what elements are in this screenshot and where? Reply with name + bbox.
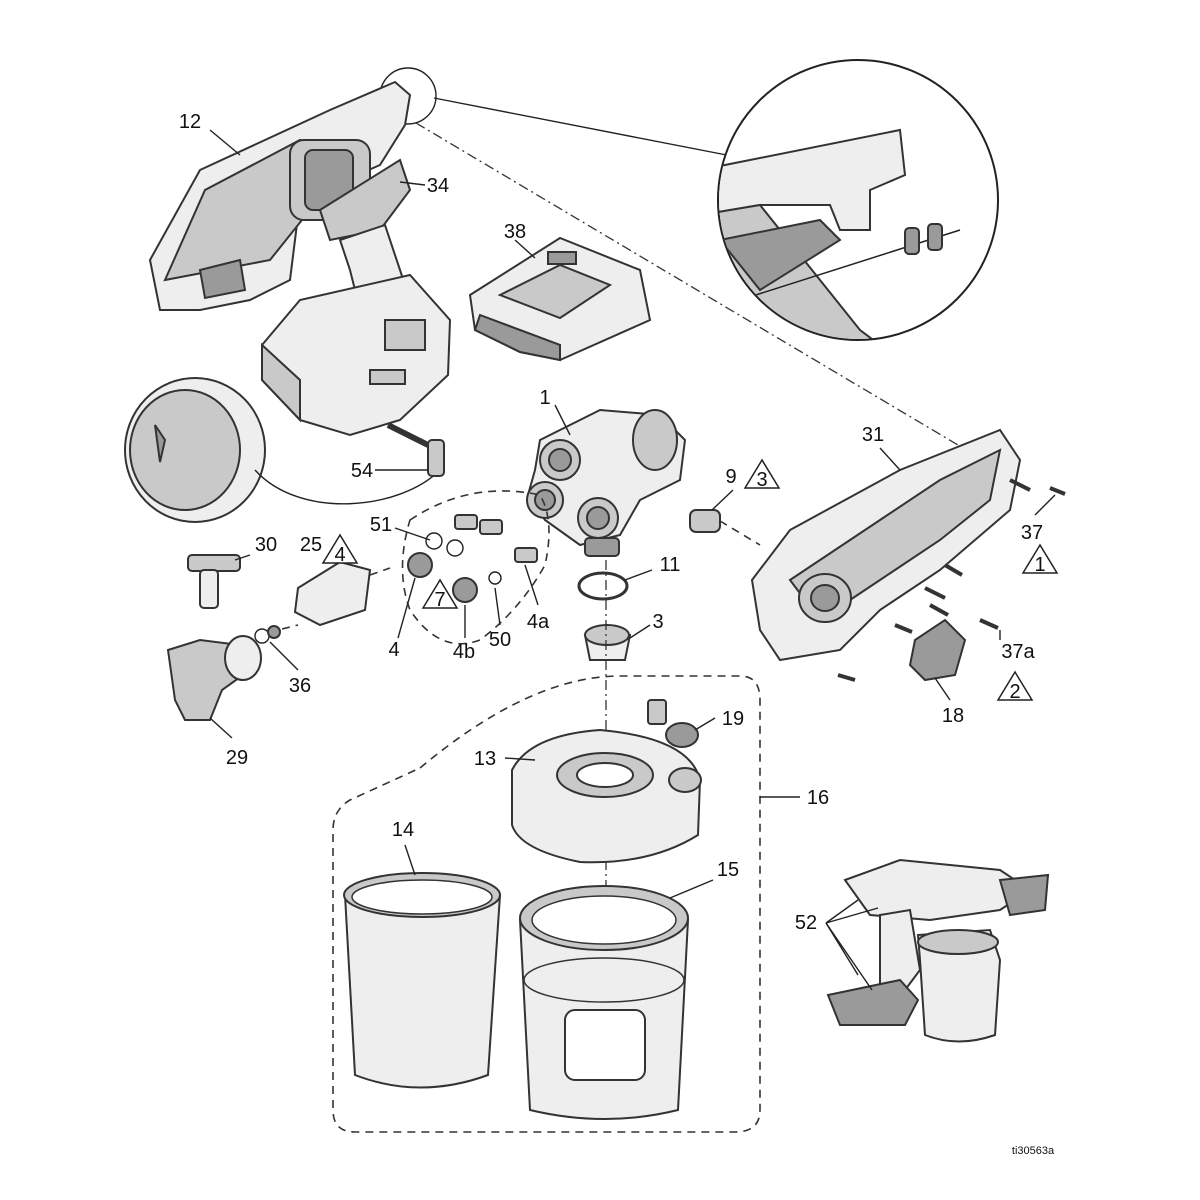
label-14: 14 bbox=[392, 819, 414, 841]
warning-triangle-3: 3 bbox=[743, 458, 781, 491]
label-36: 36 bbox=[289, 675, 311, 697]
label-15: 15 bbox=[717, 859, 739, 881]
label-12: 12 bbox=[179, 111, 201, 133]
part-31-right-housing bbox=[750, 428, 1022, 662]
warning-number-7: 7 bbox=[434, 589, 445, 611]
warning-triangle-icon bbox=[1021, 543, 1059, 574]
label-19: 19 bbox=[722, 708, 744, 730]
warning-triangle-icon bbox=[743, 458, 781, 489]
magnet-icon bbox=[904, 227, 920, 255]
label-29: 29 bbox=[226, 747, 248, 769]
gear-icon bbox=[632, 409, 678, 471]
part-36-washers bbox=[254, 624, 299, 644]
figure-reference-id: ti30563a bbox=[1012, 1145, 1055, 1157]
part-9-coupler bbox=[689, 509, 761, 546]
part-1-pump-head bbox=[526, 408, 687, 557]
label-4: 4 bbox=[388, 639, 399, 661]
label-11: 11 bbox=[660, 554, 681, 576]
warning-number-3: 3 bbox=[756, 469, 767, 491]
part-25-filter bbox=[293, 560, 391, 627]
warning-triangle-icon bbox=[421, 578, 459, 609]
part-14-liner bbox=[343, 872, 502, 1089]
label-37a: 37a bbox=[1001, 641, 1035, 663]
label-30: 30 bbox=[255, 534, 277, 556]
label-4b: 4b bbox=[453, 641, 475, 663]
label-13: 13 bbox=[474, 748, 496, 770]
detail-magnifier bbox=[379, 59, 1001, 471]
part-3-nut bbox=[583, 624, 632, 661]
warning-triangle-icon bbox=[996, 670, 1034, 701]
part-52-assembled-sprayer bbox=[825, 858, 1050, 1043]
label-34: 34 bbox=[427, 175, 449, 197]
part-54-probe bbox=[386, 422, 445, 477]
warning-triangle-7: 7 bbox=[421, 578, 459, 611]
label-52: 52 bbox=[795, 912, 817, 934]
label-18: 18 bbox=[942, 705, 964, 727]
label-4a: 4a bbox=[527, 611, 550, 633]
part-13-lid bbox=[511, 728, 702, 864]
label-31: 31 bbox=[862, 424, 884, 446]
cord-reel bbox=[124, 377, 441, 523]
part-labels: 12 34 38 1 54 9 31 37 51 30 25 11 3 37a … bbox=[179, 111, 1055, 1157]
part-16-hopper-group bbox=[332, 675, 761, 1133]
label-54: 54 bbox=[351, 460, 373, 482]
warning-number-4: 4 bbox=[334, 544, 345, 566]
part-34-handle bbox=[261, 158, 452, 437]
label-16: 16 bbox=[807, 787, 829, 809]
label-25: 25 bbox=[300, 534, 322, 556]
warning-triangle-icon bbox=[321, 533, 359, 564]
screws bbox=[837, 478, 1066, 682]
label-9: 9 bbox=[725, 466, 736, 488]
part-15-cup bbox=[518, 885, 690, 1120]
warning-number-2: 2 bbox=[1009, 681, 1020, 703]
label-37: 37 bbox=[1021, 522, 1043, 544]
warning-triangle-1: 1 bbox=[1021, 543, 1059, 576]
warning-triangle-4: 4 bbox=[321, 533, 359, 566]
part-19-vent-valve bbox=[647, 699, 699, 748]
label-1: 1 bbox=[539, 387, 550, 409]
leader-lines bbox=[209, 129, 1056, 899]
label-50: 50 bbox=[489, 629, 511, 651]
part-29-tip-guard bbox=[166, 635, 262, 721]
warning-number-1: 1 bbox=[1034, 554, 1045, 576]
label-51: 51 bbox=[370, 514, 392, 536]
part-18-knob bbox=[908, 618, 967, 682]
label-38: 38 bbox=[504, 221, 526, 243]
warning-triangle-2: 2 bbox=[996, 670, 1034, 703]
label-3: 3 bbox=[652, 611, 663, 633]
part-30-spray-tip bbox=[187, 554, 241, 609]
part-38-battery bbox=[468, 236, 652, 362]
part-11-o-ring bbox=[577, 571, 629, 601]
